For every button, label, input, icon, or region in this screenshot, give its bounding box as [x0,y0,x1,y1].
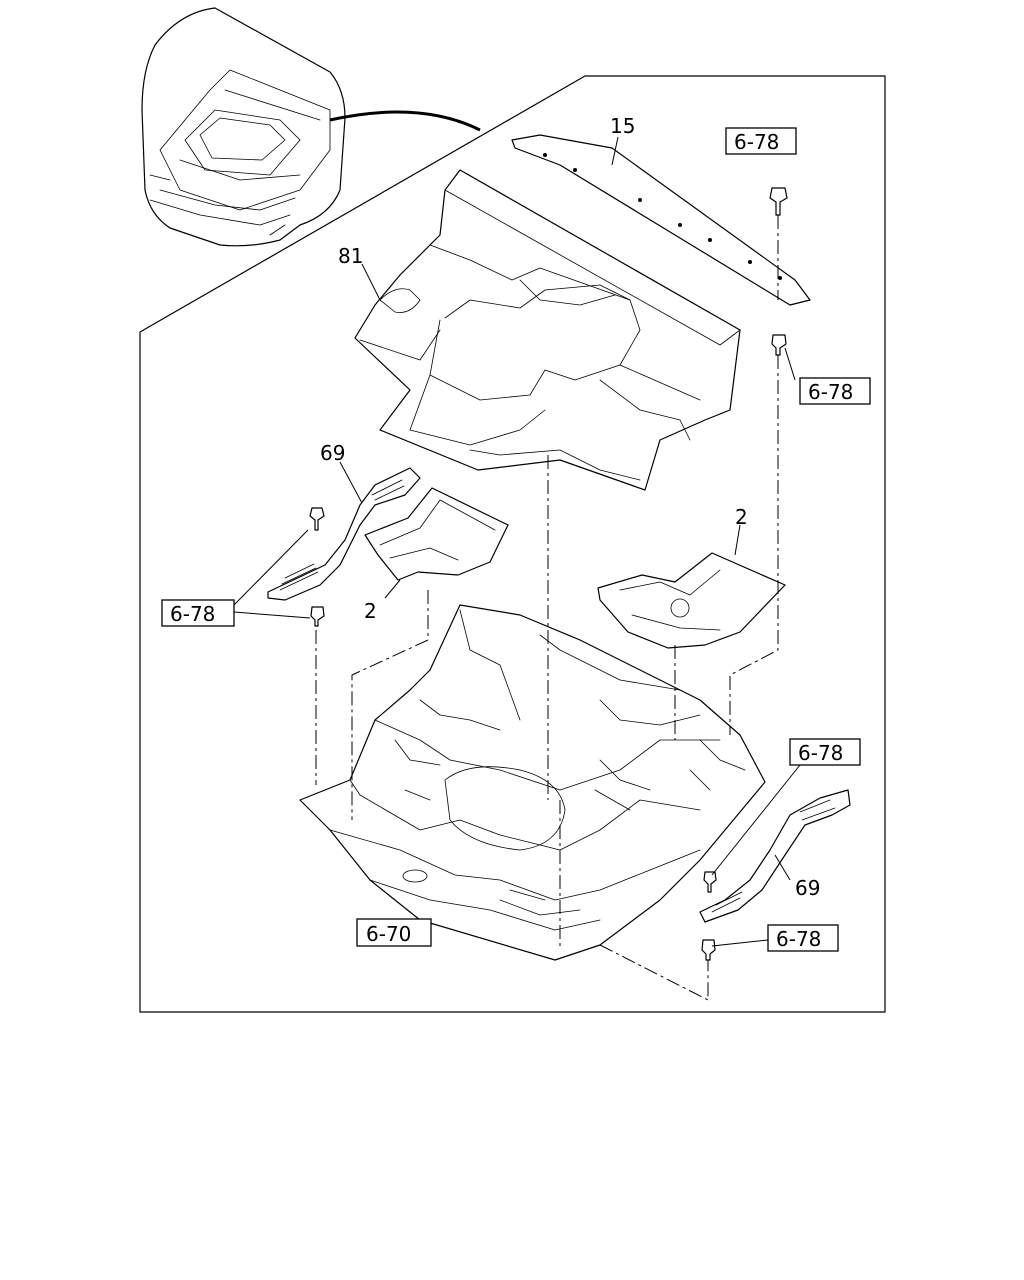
svg-text:6-78: 6-78 [734,130,779,154]
clip-fasteners [309,187,788,961]
part-label-69-left: 69 [320,441,345,465]
part-2-left-mat [364,487,509,581]
part-81-cover [354,169,741,491]
svg-text:6-78: 6-78 [170,602,215,626]
svg-text:6-78: 6-78 [776,927,821,951]
floor-pan [299,604,766,961]
part-label-69-right: 69 [795,876,820,900]
svg-text:6-78: 6-78 [798,741,843,765]
callout-6-78-top: 6-78 [725,127,797,155]
callout-6-78-right: 6-78 [789,738,861,766]
callout-6-70: 6-70 [356,918,432,947]
part-15-panel [511,134,811,306]
part-69-right-sill [699,789,851,923]
part-label-2-right: 2 [735,505,748,529]
callout-6-78-upper-right: 6-78 [799,377,871,405]
part-label-2-left: 2 [364,599,377,623]
part-69-left-sill [267,467,421,601]
svg-text:6-78: 6-78 [808,380,853,404]
alignment-lines [315,215,779,1001]
callout-6-78-left: 6-78 [161,599,235,627]
part-label-15: 15 [610,114,635,138]
svg-text:6-70: 6-70 [366,922,411,946]
leader-lines [233,136,801,947]
part-2-right-mat [597,552,786,649]
frame-border [139,75,886,1013]
callout-6-78-bottom: 6-78 [767,924,839,952]
vehicle-inset [141,7,481,247]
part-label-81: 81 [338,244,363,268]
